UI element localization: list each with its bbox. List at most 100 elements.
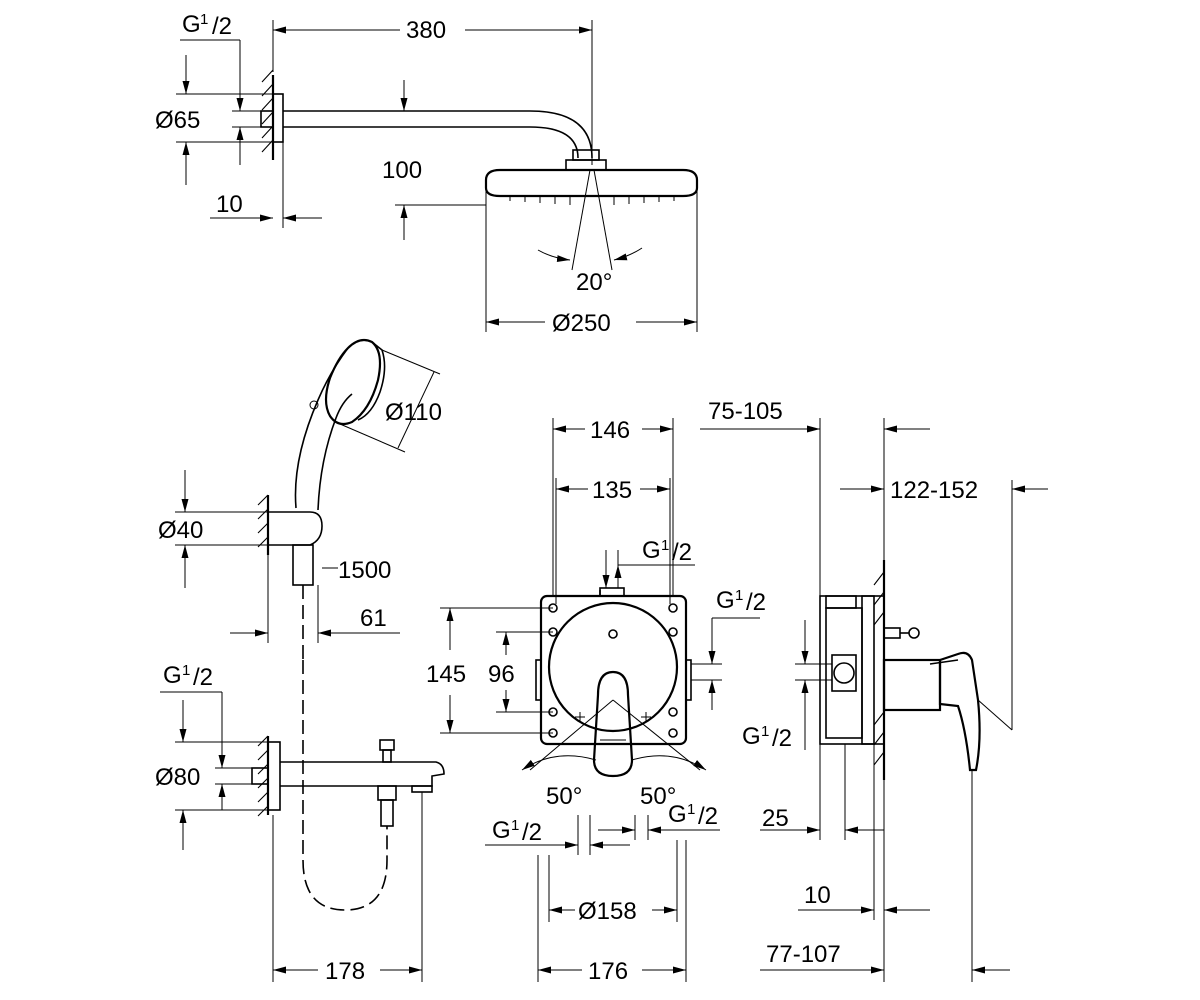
dim-10-side-label: 10 <box>804 882 831 909</box>
dim-40-label: Ø40 <box>158 517 203 544</box>
dim-135-label: 135 <box>592 477 632 504</box>
dim-61-label: 61 <box>360 605 387 632</box>
tilt-angle-label: 20° <box>576 269 612 296</box>
angle-left-label: 50° <box>546 783 582 810</box>
hose-outlet <box>377 785 397 801</box>
dim-380-label: 380 <box>406 17 446 44</box>
tilt-line-right <box>593 169 613 271</box>
head-connector <box>565 159 607 171</box>
spray-button <box>309 400 319 410</box>
thread-label-g: G <box>163 662 182 689</box>
thread-br-den: /2 <box>698 803 718 830</box>
dim-96-label: 96 <box>488 661 515 688</box>
thread-label-den: /2 <box>193 664 213 691</box>
mixer-front-view: 50° 50° 146 135 G 1 /2 145 96 <box>426 417 720 985</box>
cartridge-center <box>833 662 855 684</box>
thread-label-g: G <box>182 11 201 38</box>
spout-connector <box>251 767 269 785</box>
wall-hatching <box>257 735 269 817</box>
angle-line-right <box>612 699 701 771</box>
dim-25-label: 25 <box>762 805 789 832</box>
thread-br-g: G <box>668 801 687 828</box>
dim-178-label: 178 <box>325 958 365 985</box>
lever-tick-marks <box>575 712 651 722</box>
mixer-side-view: 75-105 122-152 G 1 /2 G 1 /2 25 <box>691 398 1048 982</box>
lever-base <box>882 658 942 712</box>
shower-arm-bottom <box>283 126 579 159</box>
dim-110-label: Ø110 <box>385 399 442 426</box>
leader-line <box>977 699 1013 731</box>
mixer-lever <box>592 670 634 778</box>
thread-top-num: 1 <box>661 537 669 554</box>
dim-145-label: 145 <box>426 661 466 688</box>
thread-top-den: /2 <box>672 539 692 566</box>
dim-146-label: 146 <box>590 417 630 444</box>
hose-connector <box>292 544 314 586</box>
hand-shower-handle-left <box>294 347 349 509</box>
spout-rosette <box>267 741 281 811</box>
bath-spout-view: G 1 /2 Ø80 178 <box>155 660 445 985</box>
angle-right-label: 50° <box>640 783 676 810</box>
hand-shower-view: Ø110 Ø40 1500 61 <box>158 338 442 660</box>
thread-r-num: 1 <box>735 587 743 604</box>
mounting-plate <box>861 595 875 745</box>
dim-100-label: 100 <box>382 157 422 184</box>
dim-122-152-label: 122-152 <box>890 477 978 504</box>
thread-label-num: 1 <box>200 11 208 28</box>
thread-bl-num: 1 <box>511 817 519 834</box>
hose-loop <box>302 660 388 911</box>
installation-box <box>539 594 688 746</box>
tilt-arc-left <box>537 249 571 263</box>
lever-side <box>938 651 981 772</box>
thread-l-num: 1 <box>761 723 769 740</box>
wall-flange <box>272 93 284 143</box>
ext-line <box>339 423 406 453</box>
spray-face <box>357 341 386 421</box>
hose-outlet-nut <box>380 799 394 827</box>
left-connector <box>535 659 542 701</box>
thread-r-g: G <box>716 587 735 614</box>
mounting-screws <box>548 603 678 738</box>
angle-arc-right <box>631 755 707 771</box>
overhead-shower-view: 20° 380 100 10 Ø65 G 1 /2 <box>155 11 699 337</box>
thread-bl-g: G <box>492 817 511 844</box>
thread-l-den: /2 <box>772 725 792 752</box>
screw <box>908 627 920 639</box>
spout-outlet <box>411 785 433 793</box>
thread-top-g: G <box>642 537 661 564</box>
angle-arc-left <box>521 755 597 771</box>
shower-arm-top <box>283 110 593 159</box>
tilt-arc-right <box>613 247 643 261</box>
dim-77-107-label: 77-107 <box>766 941 841 968</box>
angle-line-left <box>529 699 614 771</box>
thread-label-num: 1 <box>182 662 190 679</box>
shower-holder <box>268 511 323 546</box>
nozzle-marks <box>509 196 675 205</box>
flange-connector <box>260 110 274 128</box>
thread-r-den: /2 <box>746 589 766 616</box>
diverter-knob <box>379 739 395 751</box>
tilt-line-left <box>571 169 591 271</box>
cartridge <box>831 654 857 692</box>
dim-65-label: Ø65 <box>155 107 200 134</box>
wall-hatching <box>873 571 885 766</box>
spout-body <box>280 761 445 787</box>
dim-75-105-label: 75-105 <box>708 398 783 425</box>
diverter-stem <box>382 749 392 763</box>
hand-shower-handle-right <box>317 393 353 511</box>
top-connector <box>599 587 625 597</box>
screw-head <box>883 627 901 639</box>
thread-label-den: /2 <box>212 13 232 40</box>
hand-shower-head <box>324 338 382 426</box>
rosette-indicator <box>608 629 618 639</box>
thread-l-g: G <box>742 723 761 750</box>
thread-br-num: 1 <box>687 801 695 818</box>
dim-80-label: Ø80 <box>155 764 200 791</box>
dim-line-110 <box>397 371 435 449</box>
top-valve <box>825 595 857 609</box>
thread-bl-den: /2 <box>522 819 542 846</box>
ext-line <box>381 349 441 375</box>
rosette <box>547 601 679 733</box>
dim-176-label: 176 <box>588 958 628 985</box>
